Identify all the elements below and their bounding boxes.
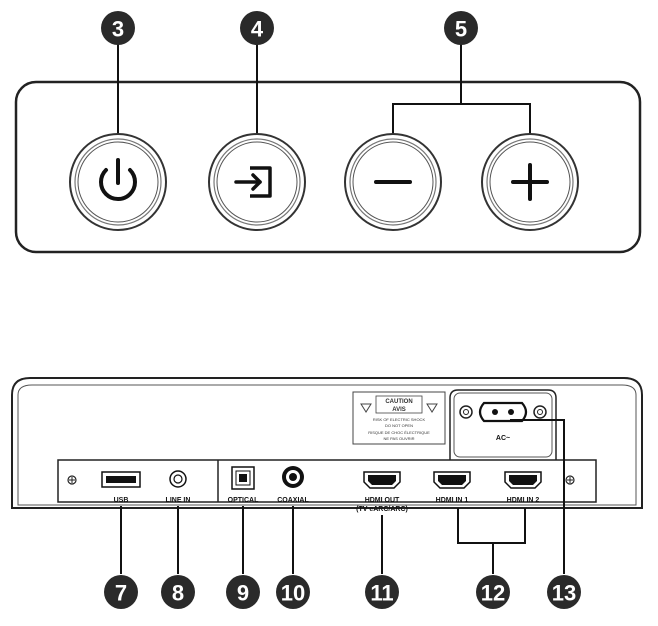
callout-11: 11 [365,575,399,609]
callout-line-13 [510,419,565,574]
power-button[interactable] [69,133,167,231]
svg-text:AVIS: AVIS [392,407,406,413]
svg-text:COAXIAL: COAXIAL [277,497,309,504]
volume-up-button[interactable] [481,133,579,231]
callout-bracket-5 [392,103,531,142]
svg-text:8: 8 [172,581,184,606]
svg-text:DO NOT OPEN: DO NOT OPEN [385,423,413,428]
svg-text:OPTICAL: OPTICAL [228,497,259,504]
svg-text:CAUTION: CAUTION [385,399,412,405]
svg-text:HDMI OUT: HDMI OUT [365,497,400,504]
callout-13: 13 [547,575,581,609]
svg-text:HDMI IN 2: HDMI IN 2 [507,497,540,504]
svg-text:3: 3 [112,17,124,42]
hdmi-out-port[interactable]: HDMI OUT (TV eARC/ARC) [356,471,408,513]
callout-3: 3 [101,11,135,45]
callout-10: 10 [276,575,310,609]
top-button-panel [14,80,642,254]
volume-down-button[interactable] [344,133,442,231]
svg-text:NE PAS OUVRIR: NE PAS OUVRIR [383,436,414,441]
svg-text:USB: USB [114,497,129,504]
optical-port[interactable]: OPTICAL [228,466,259,504]
svg-text:RISK OF ELECTRIC SHOCK: RISK OF ELECTRIC SHOCK [373,417,426,422]
screw-right [565,475,575,485]
input-source-button[interactable] [208,133,306,231]
callout-9: 9 [226,575,260,609]
svg-text:5: 5 [455,17,467,42]
svg-text:HDMI IN 1: HDMI IN 1 [436,497,469,504]
caution-label: CAUTION AVIS RISK OF ELECTRIC SHOCK DO N… [352,391,446,445]
hdmi-in-2-port[interactable]: HDMI IN 2 [504,471,542,504]
volume-up-icon [511,163,549,201]
callout-bracket-12 [457,508,526,544]
callout-4: 4 [240,11,274,45]
svg-text:7: 7 [115,581,127,606]
usb-port[interactable]: USB [101,471,141,504]
power-icon [99,158,137,202]
callout-8: 8 [161,575,195,609]
rear-panel [11,377,643,509]
hdmi-in-1-port[interactable]: HDMI IN 1 [433,471,471,504]
svg-text:RISQUE DE CHOC ÉLECTRIQUE: RISQUE DE CHOC ÉLECTRIQUE [368,430,430,435]
svg-text:(TV eARC/ARC): (TV eARC/ARC) [356,506,408,513]
svg-text:12: 12 [481,581,505,606]
svg-text:AC~: AC~ [496,435,510,442]
svg-text:9: 9 [237,581,249,606]
callout-12: 12 [476,575,510,609]
input-source-icon [234,166,272,198]
svg-text:4: 4 [251,17,264,42]
ac-power-socket[interactable]: AC~ [459,401,547,442]
coaxial-port[interactable]: COAXIAL [277,466,309,504]
svg-text:LINE IN: LINE IN [166,497,191,504]
callout-7: 7 [104,575,138,609]
callout-5: 5 [444,11,478,45]
svg-text:13: 13 [552,581,576,606]
svg-text:10: 10 [281,581,305,606]
screw-left [67,475,77,485]
svg-text:11: 11 [370,581,393,606]
line-in-port[interactable]: LINE IN [166,470,191,504]
